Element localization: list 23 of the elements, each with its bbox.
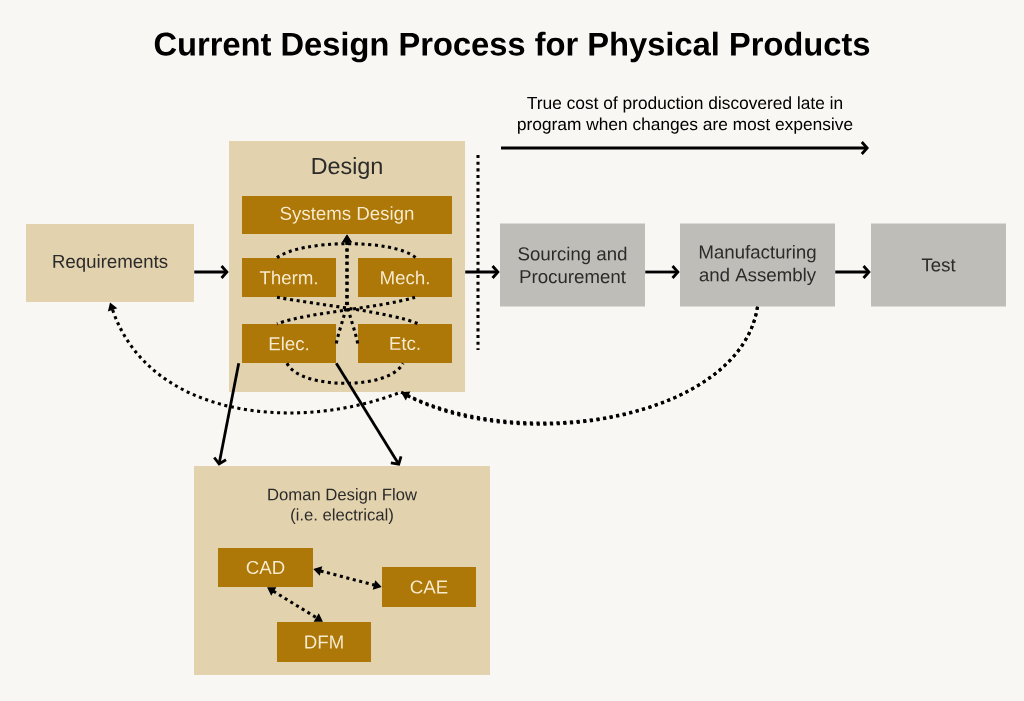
arrow <box>335 362 403 466</box>
dotted-line <box>276 242 417 260</box>
task-box: Therm. <box>242 258 336 297</box>
task-box: Mech. <box>358 258 452 297</box>
tool-box: CAE <box>382 567 476 607</box>
task-box: Elec. <box>242 324 336 363</box>
arrow <box>465 265 500 279</box>
dotted-line <box>285 362 405 385</box>
note-text: True cost of production discovered late in program when changes are most expensive <box>518 96 853 134</box>
process-box: Sourcing and Procurement <box>500 223 645 307</box>
tool-box: DFM <box>277 622 371 662</box>
arrow <box>194 265 229 279</box>
arrow <box>645 265 680 279</box>
title: Current Design Process for Physical Products <box>154 31 870 63</box>
process-box: Manufacturing and Assembly <box>680 223 835 307</box>
task-box: Etc. <box>358 324 452 363</box>
process-box: Requirements <box>26 224 194 302</box>
process-box: Test <box>871 223 1006 307</box>
task-box: Systems Design <box>242 196 452 234</box>
arrow <box>213 363 241 466</box>
arrow <box>835 265 871 279</box>
tool-box: CAD <box>218 548 313 587</box>
dotted-arrow <box>267 587 323 622</box>
